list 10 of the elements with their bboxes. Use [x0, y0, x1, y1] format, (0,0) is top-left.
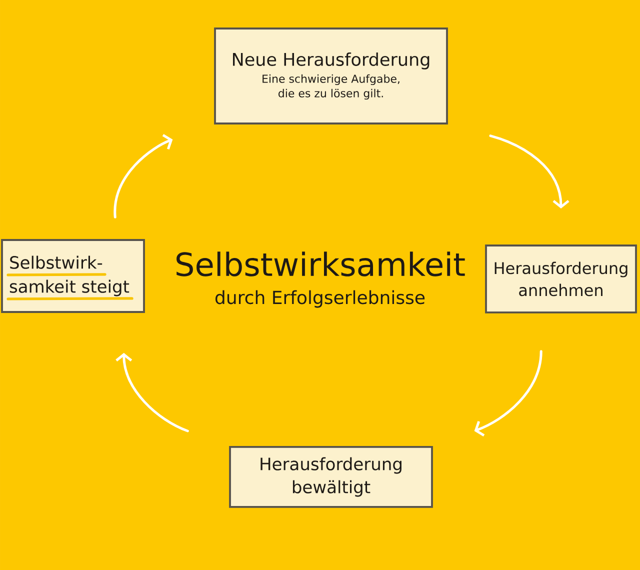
- text-box: Herausforderung annehmen: [485, 244, 637, 314]
- title: Selbstwirksamkeit: [176, 252, 465, 276]
- curved-arrow: [489, 134, 570, 209]
- curved-arrow: [114, 134, 173, 218]
- text-box: Selbstwirk- samkeit steigt: [1, 239, 145, 313]
- curved-arrow: [474, 350, 542, 436]
- text-box: Herausforderung bewältigt: [229, 446, 433, 508]
- subtitle: durch Erfolgserlebnisse: [216, 290, 425, 308]
- text-box: Neue Herausforderung Eine schwierige Aufgabe, die es zu lösen gilt.: [214, 28, 448, 124]
- curved-arrow: [116, 352, 189, 432]
